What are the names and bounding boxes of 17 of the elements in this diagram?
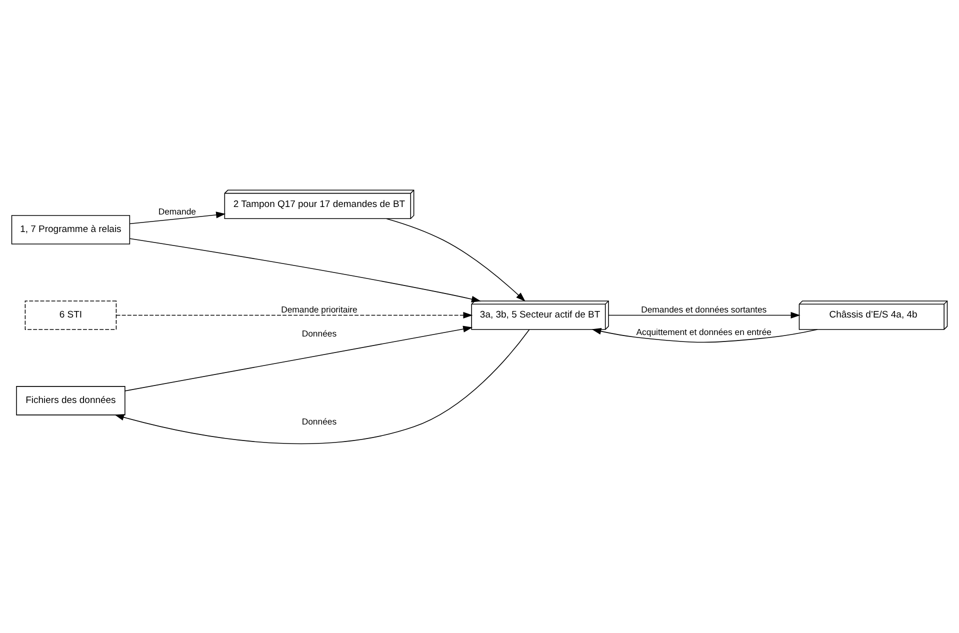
arrow xyxy=(592,328,818,342)
arrow xyxy=(116,311,473,318)
arrow xyxy=(608,311,800,318)
edge-label: Données xyxy=(302,328,337,338)
node-box: 1, 7 Programme à relais xyxy=(11,214,130,244)
arrow xyxy=(129,211,226,224)
edge-label: Demandes et données sortantes xyxy=(641,304,767,314)
edge-label: Acquittement et données en entrée xyxy=(636,326,772,336)
node-box: Fichiers des données xyxy=(16,386,126,415)
arrow xyxy=(386,218,526,302)
edge-label: Demande xyxy=(158,206,196,216)
edge-label: Demande prioritaire xyxy=(281,304,358,314)
node-box: 6 STI xyxy=(24,300,117,330)
edge-label: Données xyxy=(302,416,337,426)
arrow xyxy=(130,238,482,302)
arrow xyxy=(124,325,473,391)
arrow xyxy=(114,328,530,444)
